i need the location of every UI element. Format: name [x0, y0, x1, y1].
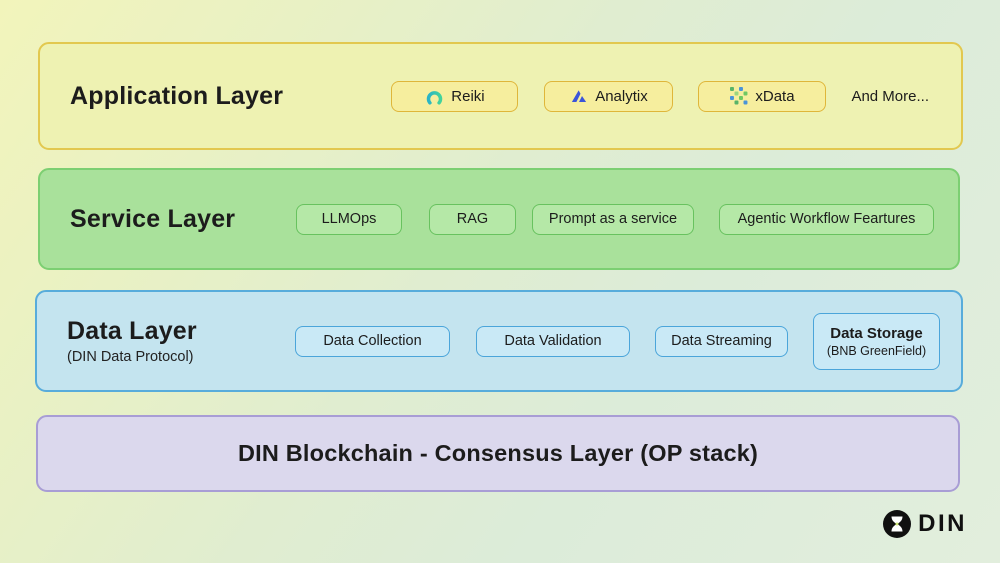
agentic-workflow-chip: Agentic Workflow Feartures: [719, 203, 934, 235]
data-chips-row: Data Collection Data Validation Data Str…: [295, 312, 940, 370]
xdata-chip-label: xData: [755, 87, 795, 105]
din-hourglass-icon: [882, 509, 912, 539]
consensus-layer-box: DIN Blockchain - Consensus Layer (OP sta…: [36, 415, 960, 492]
application-layer-box: Application Layer Reiki: [38, 42, 963, 150]
rag-chip: RAG: [429, 203, 516, 235]
din-logo: DIN: [882, 509, 967, 539]
data-validation-chip: Data Validation: [476, 325, 630, 357]
application-chips-row: Reiki Analytix: [391, 80, 929, 112]
data-streaming-chip: Data Streaming: [655, 325, 788, 357]
data-storage-label: Data Storage: [830, 324, 923, 342]
xdata-chip: xData: [698, 80, 827, 112]
data-layer-title: Data Layer: [67, 317, 197, 345]
and-more-label: And More...: [851, 87, 929, 105]
analytix-triangle-icon: [570, 87, 588, 105]
data-layer-title-block: Data Layer (DIN Data Protocol): [67, 317, 197, 365]
reiki-chip: Reiki: [391, 80, 519, 112]
service-layer-title: Service Layer: [70, 204, 236, 233]
reiki-chip-label: Reiki: [451, 87, 485, 105]
consensus-layer-title: DIN Blockchain - Consensus Layer (OP sta…: [237, 440, 759, 466]
reiki-ring-icon: [425, 87, 444, 106]
xdata-pixel-icon: [730, 87, 748, 105]
data-collection-chip: Data Collection: [295, 325, 450, 357]
service-layer-box: Service Layer LLMOps RAG Prompt as a ser…: [38, 168, 960, 270]
analytix-chip: Analytix: [544, 80, 674, 112]
data-storage-chip: Data Storage (BNB GreenField): [813, 312, 940, 370]
analytix-chip-label: Analytix: [595, 87, 648, 105]
prompt-as-a-service-chip: Prompt as a service: [532, 203, 694, 235]
data-layer-subtitle: (DIN Data Protocol): [67, 349, 194, 365]
din-wordmark: DIN: [918, 510, 967, 537]
llmops-chip: LLMOps: [296, 203, 402, 235]
data-layer-box: Data Layer (DIN Data Protocol) Data Coll…: [35, 290, 963, 392]
service-chips-row: LLMOps RAG Prompt as a service Agentic W…: [296, 203, 934, 235]
data-storage-sublabel: (BNB GreenField): [826, 343, 927, 358]
application-layer-title: Application Layer: [70, 81, 284, 110]
